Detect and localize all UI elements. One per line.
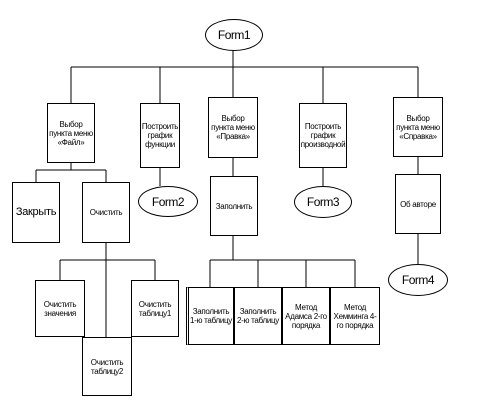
node-form2: Form2 <box>138 186 198 217</box>
node-form3-label: Form3 <box>306 195 340 209</box>
node-fill-table2-label: Заполнить 2-ю таблицу <box>236 307 279 325</box>
node-form3: Form3 <box>294 186 352 218</box>
node-clear-table2: Очистить таблицу2 <box>82 337 132 396</box>
node-fill-label: Заполнить <box>215 201 253 211</box>
node-form1: Form1 <box>205 19 263 51</box>
node-choose-edit: Выбор пункта меню «Правка» <box>208 97 258 158</box>
node-build-func-label: Построить график функции <box>141 122 179 149</box>
node-choose-help-label: Выбор пункта меню «Справка» <box>396 113 440 141</box>
node-fill-table1-label: Заполнить 1-ю таблицу <box>190 307 233 325</box>
node-form4: Form4 <box>388 264 448 296</box>
node-clear-table1-label: Очистить таблицу1 <box>138 299 172 318</box>
node-clear-table1: Очистить таблицу1 <box>131 280 179 337</box>
node-clear-values: Очистить значения <box>35 280 85 337</box>
node-close: Закрыть <box>12 182 60 243</box>
node-form1-label: Form1 <box>217 28 251 42</box>
node-about-label: Об авторе <box>400 199 436 209</box>
node-about: Об авторе <box>395 174 441 234</box>
node-fill: Заполнить <box>210 176 258 236</box>
node-close-label: Закрыть <box>15 206 57 218</box>
node-clear-values-label: Очистить значения <box>43 299 77 318</box>
node-clear-table2-label: Очистить таблицу2 <box>90 357 124 376</box>
node-adams: Метод Адамса 2-го порядка <box>282 287 330 345</box>
node-fill-table2: Заполнить 2-ю таблицу <box>234 287 282 345</box>
node-build-deriv: Построить график производной <box>299 103 347 168</box>
node-clear-label: Очистить <box>89 208 123 217</box>
node-build-func: Построить график функции <box>140 103 180 168</box>
node-form4-label: Form4 <box>401 273 435 287</box>
node-clear: Очистить <box>82 182 130 243</box>
node-adams-label: Метод Адамса 2-го порядка <box>285 302 327 330</box>
node-form2-label: Form2 <box>151 194 185 209</box>
node-choose-help: Выбор пункта меню «Справка» <box>393 97 443 157</box>
node-hamming-label: Метод Хемминга 4-го порядка <box>333 302 377 330</box>
node-choose-edit-label: Выбор пункта меню «Правка» <box>211 114 255 141</box>
node-fill-table1: Заполнить 1-ю таблицу <box>186 287 234 345</box>
node-hamming: Метод Хемминга 4-го порядка <box>330 287 380 345</box>
node-build-deriv-label: Построить график производной <box>300 122 346 149</box>
node-choose-file: Выбор пункта меню «Файл» <box>47 103 95 163</box>
node-choose-file-label: Выбор пункта меню «Файл» <box>49 119 93 147</box>
